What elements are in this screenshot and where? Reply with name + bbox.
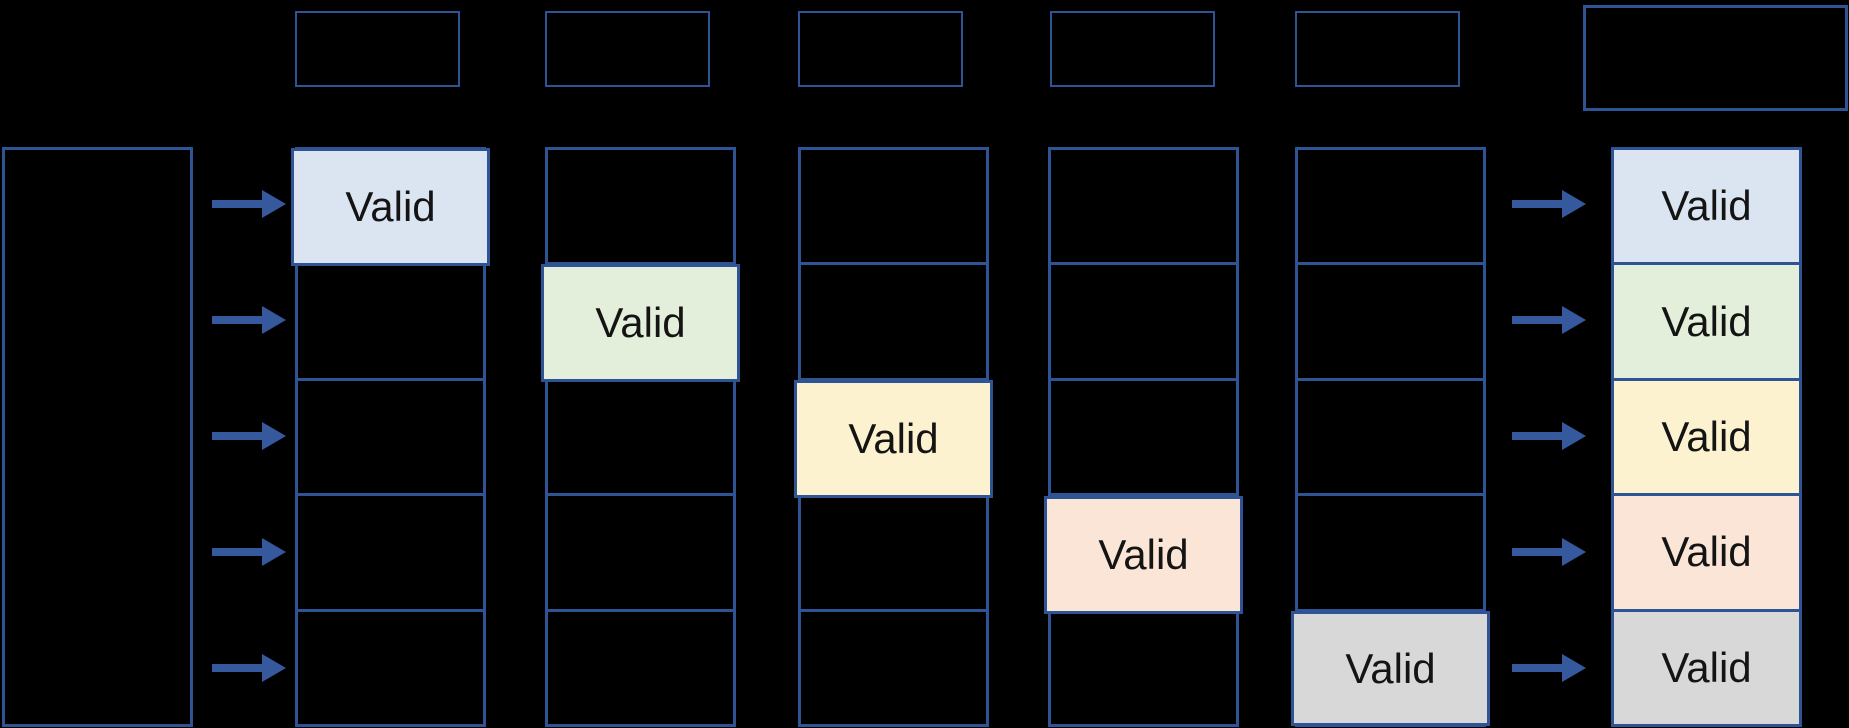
result-column: Valid Valid Valid Valid Valid bbox=[1611, 147, 1802, 727]
valid-cell: Valid bbox=[1291, 611, 1490, 726]
valid-cell: Valid bbox=[541, 264, 740, 382]
cell bbox=[1051, 150, 1236, 266]
right-arrow-icon bbox=[1512, 305, 1586, 335]
cell bbox=[1298, 381, 1483, 497]
cell bbox=[801, 150, 986, 266]
valid-cell: Valid bbox=[794, 380, 993, 498]
cell bbox=[548, 381, 733, 497]
valid-cell: Valid bbox=[1614, 611, 1799, 725]
cell bbox=[1298, 496, 1483, 612]
cell bbox=[548, 612, 733, 724]
top-box-1 bbox=[295, 11, 460, 87]
valid-cell: Valid bbox=[1614, 380, 1799, 497]
right-arrow-icon bbox=[1512, 189, 1586, 219]
right-arrow-icon bbox=[212, 305, 286, 335]
cell bbox=[1051, 381, 1236, 497]
cell bbox=[298, 496, 483, 612]
cell bbox=[298, 381, 483, 497]
cell bbox=[1298, 150, 1483, 266]
top-box-4 bbox=[1050, 11, 1215, 87]
cell bbox=[801, 612, 986, 724]
valid-cell: Valid bbox=[1044, 496, 1243, 614]
cell bbox=[801, 265, 986, 381]
cell bbox=[548, 496, 733, 612]
cell bbox=[298, 612, 483, 724]
right-arrow-icon bbox=[212, 653, 286, 683]
way-column-2 bbox=[545, 147, 736, 727]
cell bbox=[1051, 612, 1236, 724]
right-arrow-icon bbox=[1512, 537, 1586, 567]
right-arrow-icon bbox=[212, 189, 286, 219]
cell bbox=[1051, 265, 1236, 381]
cell bbox=[1298, 265, 1483, 381]
top-box-5 bbox=[1295, 11, 1460, 87]
right-arrow-icon bbox=[212, 421, 286, 451]
right-arrow-icon bbox=[1512, 421, 1586, 451]
way-column-4 bbox=[1048, 147, 1239, 727]
left-tall-box bbox=[2, 147, 193, 727]
valid-cell: Valid bbox=[1614, 150, 1799, 266]
valid-cell: Valid bbox=[1614, 265, 1799, 381]
cell bbox=[548, 150, 733, 266]
valid-cell: Valid bbox=[1614, 496, 1799, 612]
top-box-3 bbox=[798, 11, 963, 87]
right-arrow-icon bbox=[212, 537, 286, 567]
top-box-2 bbox=[545, 11, 710, 87]
cell bbox=[801, 496, 986, 612]
top-right-box bbox=[1583, 5, 1848, 111]
right-arrow-icon bbox=[1512, 653, 1586, 683]
valid-cell: Valid bbox=[291, 148, 490, 266]
cell bbox=[298, 265, 483, 381]
